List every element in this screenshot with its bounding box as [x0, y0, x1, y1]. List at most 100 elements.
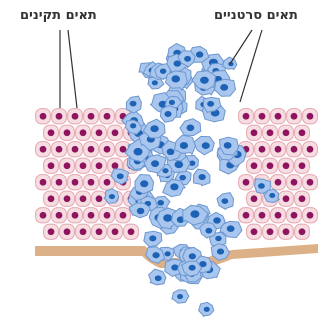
tumor-cell-nucleus	[151, 160, 159, 167]
tumor-cell-nucleus	[189, 253, 196, 259]
normal-cell-nucleus	[283, 228, 290, 235]
normal-cell	[239, 208, 254, 223]
tumor-cell-nucleus	[169, 100, 175, 105]
normal-cell-nucleus	[299, 228, 306, 235]
normal-cell	[68, 175, 83, 190]
normal-cell	[108, 125, 123, 140]
normal-cell-nucleus	[243, 212, 250, 219]
normal-cell	[271, 109, 286, 124]
tumor-cell-nucleus	[179, 175, 186, 181]
normal-cell	[52, 109, 67, 124]
tumor-cell	[149, 269, 166, 285]
normal-cell	[279, 125, 294, 140]
cancer-cells-pointer-line	[240, 30, 262, 102]
tumor-cell-nucleus	[215, 236, 222, 241]
normal-cell	[52, 142, 67, 157]
normal-cell-nucleus	[283, 162, 290, 169]
normal-cell-nucleus	[72, 212, 79, 219]
normal-cell	[92, 191, 107, 206]
tumor-cell-nucleus	[134, 148, 143, 156]
normal-cell-nucleus	[72, 146, 79, 153]
normal-cell	[60, 158, 75, 173]
tumor-cell-nucleus	[213, 217, 221, 223]
normal-cell	[108, 224, 123, 239]
normal-cell	[247, 224, 262, 239]
normal-cell	[36, 175, 51, 190]
tumor-cell-nucleus	[184, 56, 191, 62]
normal-cell	[287, 109, 302, 124]
normal-cell-nucleus	[48, 195, 55, 202]
tumor-cell-nucleus	[130, 123, 136, 128]
normal-cell	[295, 158, 310, 173]
normal-cell-nucleus	[112, 228, 119, 235]
normal-cell-nucleus	[251, 228, 258, 235]
normal-cell	[303, 142, 318, 157]
tumor-cell	[135, 175, 154, 194]
normal-cell	[100, 208, 115, 223]
normal-cell	[239, 175, 254, 190]
normal-cell-nucleus	[104, 212, 111, 219]
normal-cell	[124, 224, 139, 239]
tumor-cell-nucleus	[171, 264, 178, 270]
normal-cell-nucleus	[56, 212, 63, 219]
normal-cell	[60, 125, 75, 140]
normal-cell	[263, 224, 278, 239]
normal-cell-nucleus	[307, 212, 314, 219]
normal-cell	[44, 158, 59, 173]
normal-cell-nucleus	[243, 179, 250, 186]
tumor-cell-nucleus	[217, 249, 224, 255]
normal-cell	[279, 191, 294, 206]
tumor-cell	[200, 223, 217, 238]
normal-cell-nucleus	[80, 228, 87, 235]
normal-cell-nucleus	[259, 113, 266, 120]
normal-cell-nucleus	[243, 113, 250, 120]
tumor-cell-nucleus	[152, 252, 159, 258]
normal-cell	[295, 191, 310, 206]
normal-cell-nucleus	[56, 113, 63, 120]
normal-cell	[44, 224, 59, 239]
normal-cell	[255, 208, 270, 223]
tumor-cell-nucleus	[155, 275, 162, 281]
normal-cell	[279, 158, 294, 173]
normal-cell-nucleus	[291, 146, 298, 153]
tumor-cell-nucleus	[180, 142, 188, 149]
normal-cell-nucleus	[283, 195, 290, 202]
normal-cell-nucleus	[88, 212, 95, 219]
normal-cell-nucleus	[291, 212, 298, 219]
tumor-cell-nucleus	[167, 149, 175, 156]
normal-cell-nucleus	[251, 162, 258, 169]
tumor-cell-nucleus	[164, 111, 171, 117]
normal-cell	[239, 109, 254, 124]
normal-cell-nucleus	[80, 162, 87, 169]
normal-cell	[279, 224, 294, 239]
tumor-cell-nucleus	[160, 68, 166, 73]
normal-cell-nucleus	[88, 113, 95, 120]
normal-cell-nucleus	[80, 195, 87, 202]
tumor-cell-nucleus	[204, 307, 210, 312]
tumor-cell-nucleus	[190, 210, 199, 218]
normal-cell-nucleus	[112, 162, 119, 169]
tumor-cell-nucleus	[157, 200, 164, 206]
normal-cell	[44, 125, 59, 140]
normal-cell-nucleus	[96, 195, 103, 202]
normal-cell-nucleus	[48, 162, 55, 169]
normal-cell-nucleus	[72, 179, 79, 186]
normal-cell-nucleus	[275, 179, 282, 186]
tumor-cell-nucleus	[165, 251, 171, 256]
tumor-cell-nucleus	[200, 77, 209, 84]
normal-cell-nucleus	[96, 228, 103, 235]
normal-cell	[52, 175, 67, 190]
normal-cell	[84, 208, 99, 223]
normal-cell-nucleus	[251, 129, 258, 136]
normal-cell	[271, 142, 286, 157]
normal-cell	[295, 224, 310, 239]
normal-cell	[92, 224, 107, 239]
tumor-cell-nucleus	[207, 101, 214, 107]
tumor-cell-nucleus	[150, 125, 158, 132]
normal-cell	[287, 142, 302, 157]
normal-cell-nucleus	[112, 129, 119, 136]
tumor-cell	[180, 119, 201, 136]
normal-cell-nucleus	[307, 146, 314, 153]
